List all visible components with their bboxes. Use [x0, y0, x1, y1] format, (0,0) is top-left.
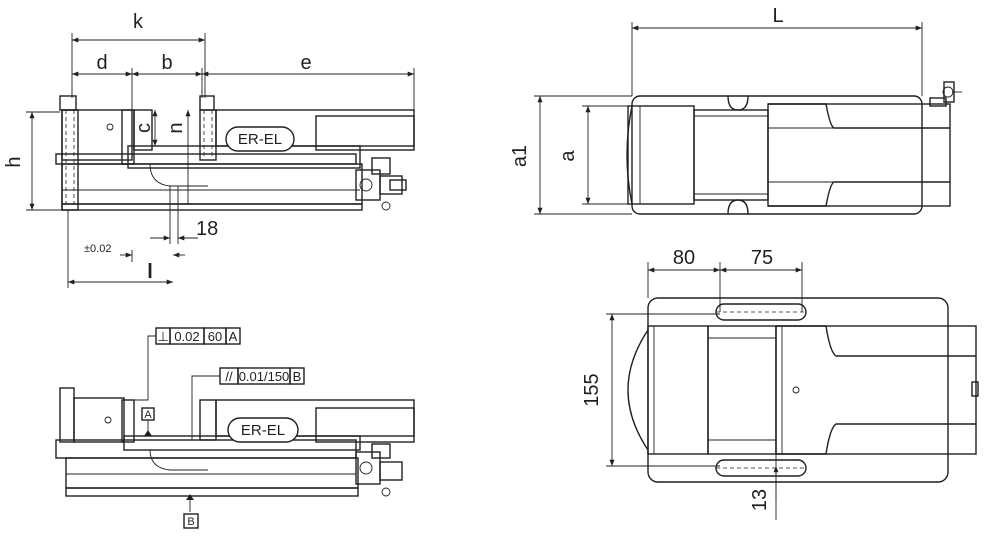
dim-label-k: k: [133, 11, 144, 33]
tolerance-label: ±0.02: [84, 243, 111, 255]
side-view-top: k d b e c n: [3, 11, 415, 288]
dim-label-d: d: [96, 52, 107, 74]
dim-label-n: n: [165, 122, 187, 133]
datum-b: B: [187, 516, 194, 528]
dim-label-h: h: [3, 156, 25, 167]
dim-label-75: 75: [751, 247, 773, 269]
model-label-top: ER-EL: [238, 131, 282, 148]
side-view-tolerance: ⊥ 0.02 60 A // 0.01/150 B A ER-EL: [55, 327, 415, 529]
dim-label-a1: a1: [509, 145, 531, 167]
dim-label-e: e: [300, 52, 311, 74]
dim-label-l: l: [147, 261, 153, 283]
dim-label-13: 13: [749, 489, 771, 511]
top-view: L a1 a: [509, 5, 962, 215]
dim-label-18: 18: [196, 218, 218, 240]
dim-label-80: 80: [673, 247, 695, 269]
par-value: 0.01/150: [239, 369, 290, 384]
perp-symbol: ⊥: [157, 329, 168, 344]
dim-label-L: L: [772, 5, 783, 27]
datum-a: A: [144, 409, 152, 421]
perp-length: 60: [208, 329, 222, 344]
dim-label-b: b: [161, 52, 172, 74]
dim-label-a: a: [557, 150, 579, 162]
dim-label-c: c: [133, 123, 155, 133]
dim-label-155: 155: [581, 373, 603, 406]
perp-value: 0.02: [174, 329, 199, 344]
model-label-bottom: ER-EL: [241, 422, 285, 439]
perp-datum: A: [229, 329, 238, 344]
par-datum: B: [293, 369, 302, 384]
par-symbol: //: [225, 369, 233, 384]
plan-view: 80 75 155 13: [581, 247, 979, 520]
